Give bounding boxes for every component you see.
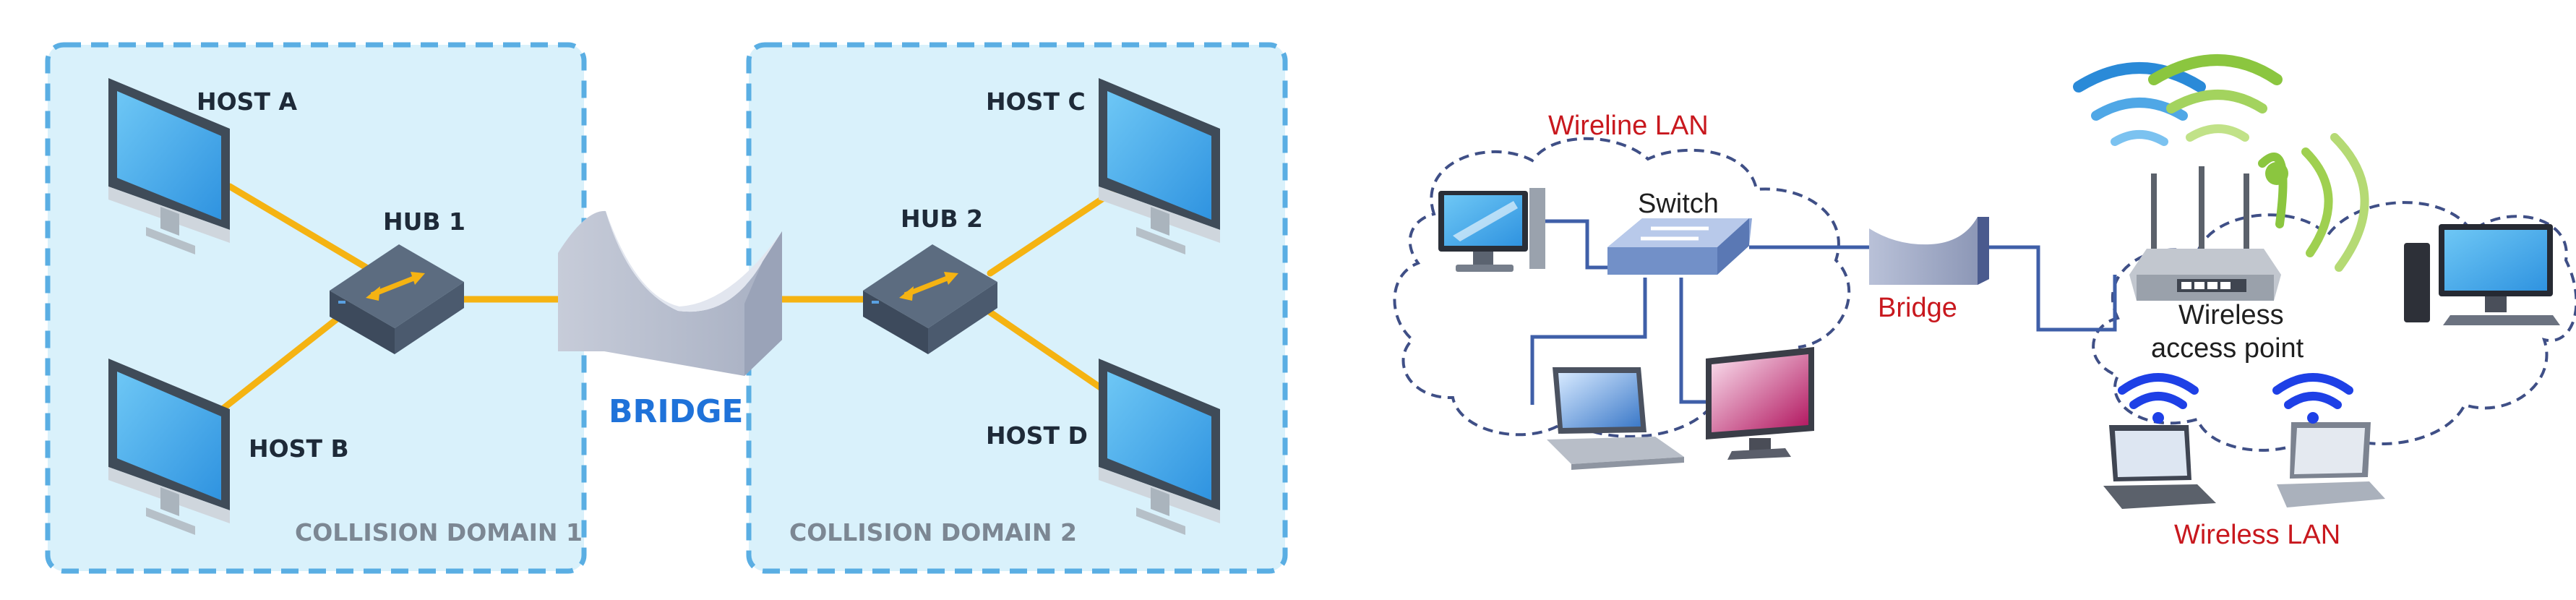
laptop-icon	[2277, 422, 2385, 507]
monitor-icon	[1099, 359, 1220, 535]
host-c-label: HOST C	[986, 87, 1086, 116]
desktop-computer-icon	[2404, 224, 2560, 325]
laptop-icon	[2103, 425, 2216, 509]
monitor-icon	[1706, 347, 1814, 460]
desktop-computer-icon	[1438, 188, 1545, 272]
link-host-a-hub1	[226, 183, 372, 273]
collision-domain-1-label: COLLISION DOMAIN 1	[295, 518, 583, 547]
link-host-b-hub1	[217, 309, 349, 414]
link-hub2-host-d	[987, 309, 1117, 400]
wireless-lan-label: Wireless LAN	[2174, 520, 2340, 550]
collision-domain-2-label: COLLISION DOMAIN 2	[789, 518, 1077, 547]
monitor-icon	[1099, 78, 1220, 254]
host-b-label: HOST B	[249, 434, 349, 463]
switch-icon	[1607, 218, 1752, 275]
switch-label: Switch	[1638, 189, 1719, 219]
left-diagram: HOST A HOST B HOST C HOST D HUB 1 HUB 2 …	[45, 42, 1288, 574]
bridge-label: BRIDGE	[609, 393, 743, 430]
wire-bridge-ap	[1989, 245, 2117, 332]
bridge-icon	[1869, 217, 1989, 285]
hub-2-label: HUB 2	[901, 205, 983, 233]
wireless-router-icon	[2129, 166, 2281, 301]
host-d-label: HOST D	[986, 421, 1088, 450]
wireless-ap-label-line1: Wireless	[2178, 300, 2284, 330]
monitor-icon	[108, 78, 230, 254]
hub-icon	[863, 244, 997, 354]
wire-desktop-switch	[1529, 219, 1612, 270]
wifi-signal-icon	[2073, 54, 2369, 272]
host-a-label: HOST A	[197, 87, 297, 116]
bridge-icon	[558, 210, 782, 376]
wireless-ap-label-line2: access point	[2151, 333, 2304, 364]
monitor-icon	[108, 359, 230, 535]
wire-switch-laptop	[1530, 278, 1647, 405]
right-diagram: Wireline LAN Switch Bridge Wireless acce…	[1393, 54, 2576, 550]
wireline-lan-label: Wireline LAN	[1548, 111, 1709, 141]
hub-1-label: HUB 1	[383, 207, 465, 236]
network-wires	[1529, 219, 2117, 405]
wifi-signal-icon	[2118, 373, 2353, 424]
bridge-label: Bridge	[1878, 293, 1957, 323]
hub-icon	[330, 244, 464, 354]
laptop-icon	[1547, 367, 1684, 470]
wire-switch-monitor	[1679, 278, 1714, 404]
